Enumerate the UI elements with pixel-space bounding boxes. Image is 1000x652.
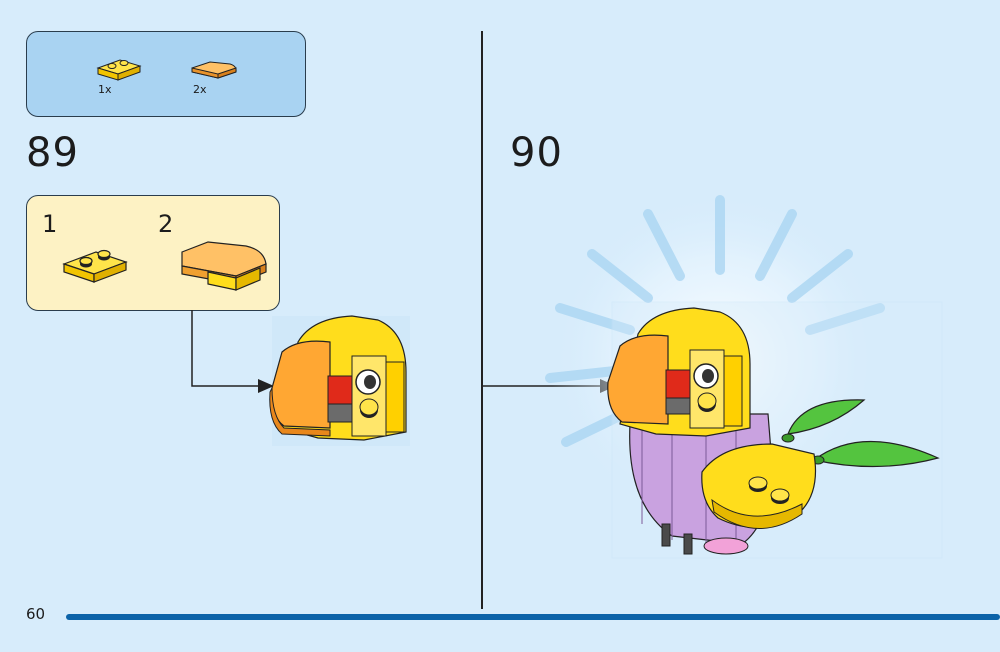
bird-model — [607, 307, 940, 555]
step-divider — [481, 31, 483, 609]
bird-head-assembly — [269, 315, 410, 446]
footer-bar — [66, 614, 1000, 620]
part-qty-2: 2x — [193, 83, 207, 96]
parts-list-box — [26, 31, 306, 117]
substep-yellow-plate-icon — [62, 249, 128, 283]
step-number-89: 89 — [26, 130, 79, 176]
page-number: 60 — [26, 605, 46, 623]
orange-curved-slope-icon — [191, 61, 237, 79]
substep-number-2: 2 — [158, 210, 174, 238]
substep-orange-slopes-icon — [181, 241, 267, 291]
connector-arrow — [191, 310, 274, 393]
part-qty-1: 1x — [98, 83, 112, 96]
step-number-90: 90 — [510, 130, 563, 176]
yellow-plate-1x2-icon — [96, 59, 142, 81]
substep-number-1: 1 — [42, 210, 58, 238]
